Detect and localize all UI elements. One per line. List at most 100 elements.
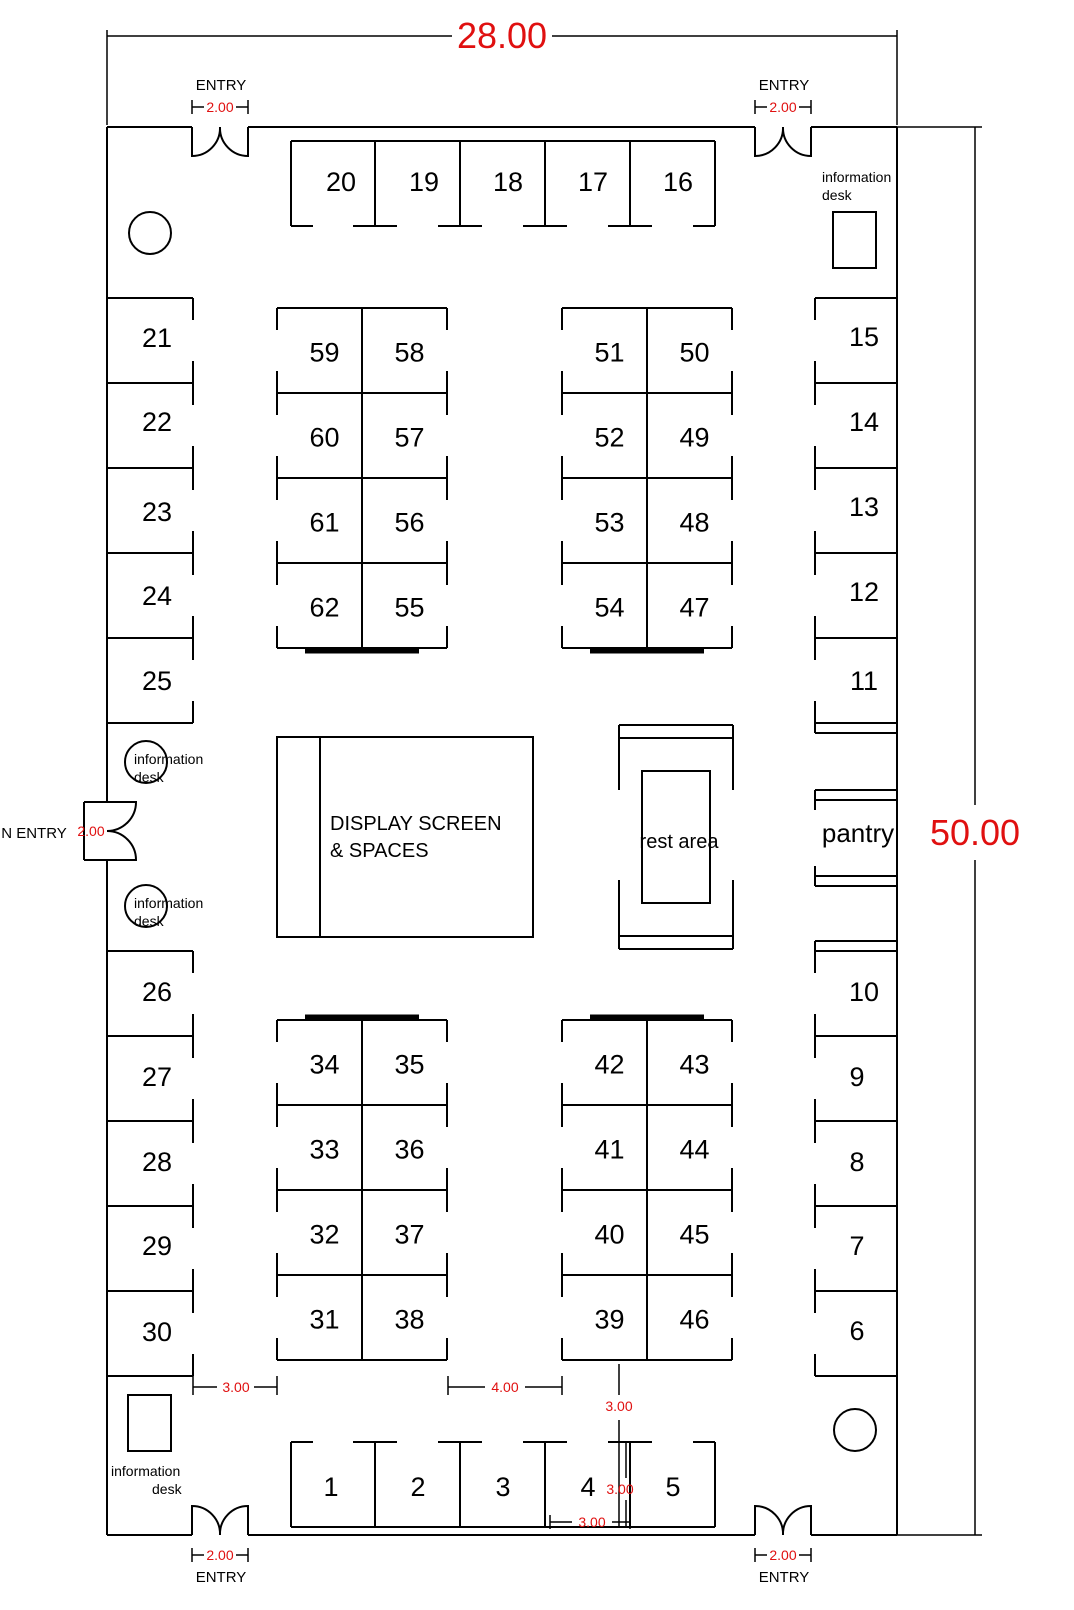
booth-number: 54	[594, 593, 624, 623]
booth-number: 14	[849, 407, 879, 437]
side-entry-label: N ENTRY	[1, 825, 67, 842]
booth-number: 19	[409, 167, 439, 197]
booth-column-left-lower: 26 27 28 29 30	[107, 950, 194, 1377]
booth-number: 62	[309, 593, 339, 623]
booth-number: 35	[394, 1050, 424, 1080]
booth-number: 21	[142, 323, 172, 353]
booth-number: 39	[594, 1305, 624, 1335]
booth-column-left-upper: 21 22 23 24 25	[107, 297, 194, 724]
booth-number: 17	[578, 167, 608, 197]
entry-label: ENTRY	[196, 1569, 247, 1586]
booth-number: 34	[309, 1050, 339, 1080]
width-label: 28.00	[457, 15, 547, 56]
booth-number: 24	[142, 581, 172, 611]
booth-number: 26	[142, 977, 172, 1007]
booth-number: 44	[679, 1135, 709, 1165]
svg-text:information: information	[111, 1463, 180, 1479]
aisle-dimension-vertical: 3.00 3.00 3.00	[549, 1364, 634, 1530]
height-label: 50.00	[930, 812, 1020, 853]
booth-number: 9	[849, 1062, 864, 1092]
booth-number: 58	[394, 338, 424, 368]
booth-number: 55	[394, 593, 424, 623]
booth-number: 16	[663, 167, 693, 197]
booth-number: 6	[849, 1316, 864, 1346]
height-dimension: 50.00	[897, 126, 1020, 1536]
booth-number: 1	[323, 1472, 338, 1502]
booth-number: 30	[142, 1317, 172, 1347]
booth-number: 42	[594, 1050, 624, 1080]
entry-door-top-left: 2.00 ENTRY	[191, 77, 249, 158]
booth-number: 5	[665, 1472, 680, 1502]
display-screen-label: & SPACES	[330, 840, 429, 862]
svg-text:desk: desk	[134, 913, 165, 929]
booth-number: 13	[849, 492, 879, 522]
booth-number: 2	[410, 1472, 425, 1502]
booth-number: 3	[495, 1472, 510, 1502]
booth-dimension-label: 3.00	[578, 1514, 605, 1530]
booth-number: 60	[309, 423, 339, 453]
entry-door-top-right: 2.00 ENTRY	[754, 77, 812, 158]
rest-area-label: rest area	[640, 831, 720, 853]
booth-number: 10	[849, 977, 879, 1007]
svg-text:desk: desk	[152, 1481, 183, 1497]
svg-text:information: information	[822, 169, 891, 185]
information-desk-left-lower: information desk	[124, 884, 203, 929]
booth-number: 33	[309, 1135, 339, 1165]
booth-number: 46	[679, 1305, 709, 1335]
booth-number: 57	[394, 423, 424, 453]
display-screen-label: DISPLAY SCREEN	[330, 813, 502, 835]
entry-label: ENTRY	[759, 77, 810, 94]
svg-text:desk: desk	[134, 769, 165, 785]
entry-width-label: 2.00	[769, 99, 796, 115]
svg-text:desk: desk	[822, 187, 853, 203]
aisle-dimension-left: 3.00	[192, 1376, 278, 1395]
booth-number: 53	[594, 508, 624, 538]
booth-column-right-lower: 10 9 8 7 6	[814, 940, 897, 1377]
booth-number: 59	[309, 338, 339, 368]
information-desk-top-right: information desk	[822, 169, 891, 269]
booth-number: 11	[850, 666, 878, 696]
booth-number: 50	[679, 338, 709, 368]
entry-label: ENTRY	[196, 77, 247, 94]
entry-width-label: 2.00	[77, 823, 104, 839]
booth-number: 47	[679, 593, 709, 623]
entry-width-label: 2.00	[769, 1547, 796, 1563]
booth-number: 31	[309, 1305, 339, 1335]
booth-number: 32	[309, 1220, 339, 1250]
booth-number: 7	[849, 1231, 864, 1261]
aisle-dimension-label: 3.00	[222, 1379, 249, 1395]
svg-text:information: information	[134, 895, 203, 911]
booth-column-right-upper: 15 14 13 12 11	[814, 297, 897, 734]
pillar-icon	[128, 211, 172, 255]
outer-walls	[106, 126, 898, 1536]
booth-number: 56	[394, 508, 424, 538]
information-desk-left-upper: information desk	[124, 740, 203, 785]
booth-number: 29	[142, 1231, 172, 1261]
aisle-dimension-label: 4.00	[491, 1379, 518, 1395]
booth-number: 51	[594, 338, 624, 368]
booth-row-top: 20 19 18 17 16	[290, 140, 716, 227]
booth-number: 61	[309, 508, 339, 538]
booth-number: 22	[142, 407, 172, 437]
svg-text:information: information	[134, 751, 203, 767]
booth-number: 4	[580, 1472, 595, 1502]
booth-number: 23	[142, 497, 172, 527]
booth-number: 36	[394, 1135, 424, 1165]
booth-number: 43	[679, 1050, 709, 1080]
information-desk-bottom-left: information desk	[111, 1394, 183, 1497]
booth-number: 41	[594, 1135, 624, 1165]
entry-door-bottom-left: 2.00 ENTRY	[191, 1504, 249, 1586]
booth-row-bottom: 1 2 3 4 5	[290, 1441, 716, 1528]
pantry: pantry	[814, 789, 897, 887]
entry-door-left: N ENTRY 2.00	[1, 801, 138, 861]
booth-dimension-label: 3.00	[606, 1481, 633, 1497]
booth-number: 12	[849, 577, 879, 607]
booth-number: 48	[679, 508, 709, 538]
aisle-dimension-label: 3.00	[605, 1398, 632, 1414]
booth-number: 40	[594, 1220, 624, 1250]
pantry-label: pantry	[822, 818, 894, 848]
booth-number: 8	[849, 1147, 864, 1177]
booth-number: 52	[594, 423, 624, 453]
